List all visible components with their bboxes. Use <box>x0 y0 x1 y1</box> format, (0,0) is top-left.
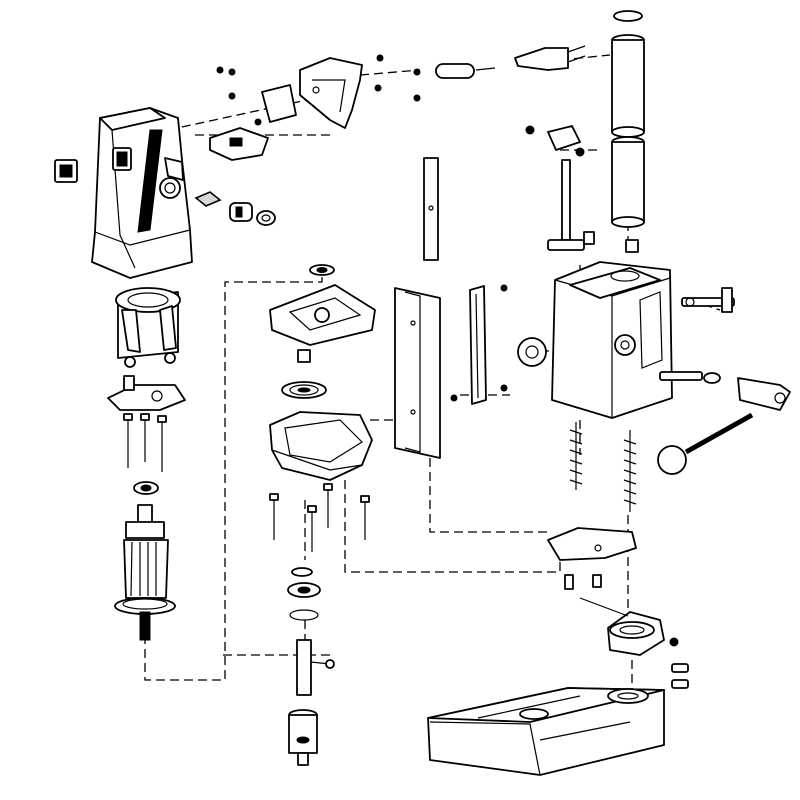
armature-bearing <box>133 481 159 495</box>
guide-bar <box>423 157 439 261</box>
housing-screws-left <box>123 413 167 472</box>
spindle-parts <box>287 567 335 696</box>
switch-cover <box>299 57 363 129</box>
drive-gear <box>281 381 327 399</box>
motor-mount-plate <box>107 375 186 411</box>
rack-gear <box>469 285 487 405</box>
column-tube-lower <box>611 136 645 228</box>
housing-screws-right <box>269 483 370 552</box>
switch-bracket <box>209 127 269 161</box>
feed-shaft <box>681 287 735 313</box>
gear-plate <box>269 284 376 346</box>
column-bolt <box>625 239 639 253</box>
base-plate <box>427 687 665 776</box>
bracket-screws <box>564 574 602 590</box>
base-screws <box>671 663 689 689</box>
cable-clamp <box>261 84 297 123</box>
brush-cap-assembly <box>194 191 276 226</box>
clamp-lever <box>659 371 791 411</box>
power-switch <box>54 159 78 183</box>
carriage-rail <box>394 287 441 459</box>
column-clamp <box>579 597 679 656</box>
depth-rod <box>547 159 595 251</box>
spring-bracket <box>547 527 637 561</box>
height-lock-bracket <box>525 125 585 157</box>
rack-screws <box>450 284 508 402</box>
power-cord <box>435 45 586 79</box>
motor-housing <box>91 107 193 279</box>
column-cap <box>613 10 643 22</box>
bearing-upper <box>309 264 335 276</box>
drill-chuck <box>288 709 318 766</box>
armature-rotor <box>114 504 176 641</box>
feed-pinion <box>517 337 547 367</box>
feed-handle <box>657 412 754 475</box>
small-screws-top <box>216 54 421 126</box>
pinion-gear-small <box>297 349 311 363</box>
head-block <box>551 261 673 419</box>
return-springs <box>569 422 637 512</box>
column-tube-upper <box>611 34 645 138</box>
gearbox-housing <box>269 411 373 481</box>
field-coil <box>115 287 181 368</box>
